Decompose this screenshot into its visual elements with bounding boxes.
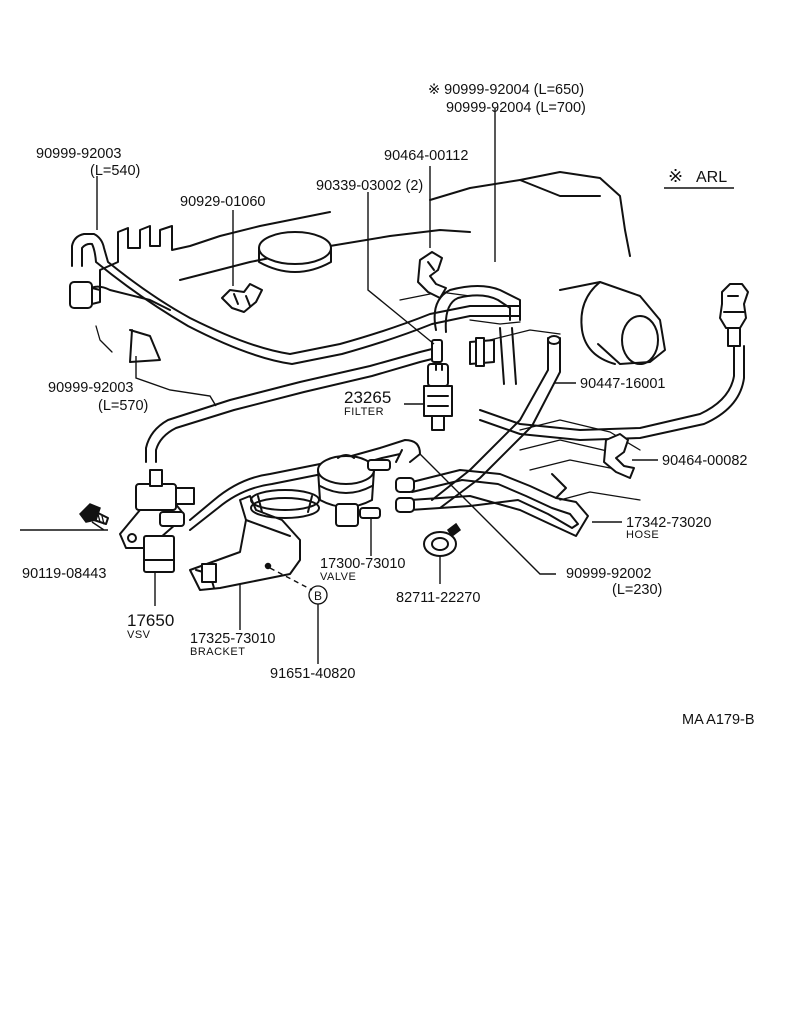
- label-17342-73020: 17342-73020: [626, 515, 711, 531]
- hose-92003-mid: [145, 347, 437, 463]
- label-17325-73010-name: BRACKET: [190, 646, 245, 658]
- label-90999-92004-l700: 90999-92004 (L=700): [446, 100, 586, 116]
- label-17650-name: VSV: [127, 629, 151, 641]
- hose-92004: [433, 285, 521, 385]
- region-note: ※ ARL: [664, 166, 734, 189]
- clamp-22270: [423, 522, 462, 557]
- label-17650: 17650: [127, 611, 174, 630]
- label-90464-00112: 90464-00112: [384, 148, 468, 164]
- clip-00112: [417, 251, 447, 299]
- clip-01060: [221, 283, 263, 313]
- label-91651-40820: 91651-40820: [270, 666, 355, 682]
- region-note-label: ARL: [696, 169, 727, 186]
- vsv-17650: [119, 469, 195, 573]
- labels: ※ 90999-92004 (L=650) 90999-92004 (L=700…: [22, 82, 747, 682]
- label-90999-92002: 90999-92002: [566, 566, 651, 582]
- label-90999-92003-mid-length: (L=570): [98, 398, 148, 414]
- nipple-03002: [431, 337, 495, 367]
- clip-00082: [603, 433, 635, 479]
- leader-lines: [20, 108, 658, 664]
- label-90464-00082: 90464-00082: [662, 453, 747, 469]
- vacuum-valve-73010: [317, 454, 391, 527]
- circle-b-marker: [308, 585, 328, 605]
- label-90999-92003-top: 90999-92003: [36, 146, 121, 162]
- hose-right-long: [479, 345, 745, 441]
- label-23265-name: FILTER: [344, 406, 384, 418]
- bolt-08443: [79, 503, 109, 525]
- label-17300-73010: 17300-73010: [320, 556, 405, 572]
- label-17325-73010: 17325-73010: [190, 631, 275, 647]
- label-90447-16001: 90447-16001: [580, 376, 665, 392]
- label-90999-92003-mid: 90999-92003: [48, 380, 133, 396]
- label-90999-92003-top-length: (L=540): [90, 163, 140, 179]
- label-17300-73010-name: VALVE: [320, 571, 356, 583]
- label-90339-03002: 90339-03002 (2): [316, 178, 423, 194]
- hose-92003-top: [69, 233, 521, 365]
- drawing-code: MA A179-B: [682, 712, 755, 728]
- hose-92002: [189, 439, 421, 531]
- hose-73020: [395, 469, 589, 537]
- label-90999-92002-length: (L=230): [612, 582, 662, 598]
- label-82711-22270: 82711-22270: [396, 590, 480, 606]
- bracket-73010: [189, 489, 320, 591]
- region-note-symbol: ※: [668, 166, 683, 186]
- label-17342-73020-name: HOSE: [626, 529, 659, 541]
- sensor-right: [719, 283, 749, 347]
- filter-23265: [423, 363, 453, 431]
- circle-b-letter: B: [314, 589, 322, 603]
- label-90929-01060: 90929-01060: [180, 194, 265, 210]
- label-90119-08443: 90119-08443: [22, 566, 106, 582]
- label-23265: 23265: [344, 388, 391, 407]
- label-90999-92004-l650: ※ 90999-92004 (L=650): [428, 82, 584, 98]
